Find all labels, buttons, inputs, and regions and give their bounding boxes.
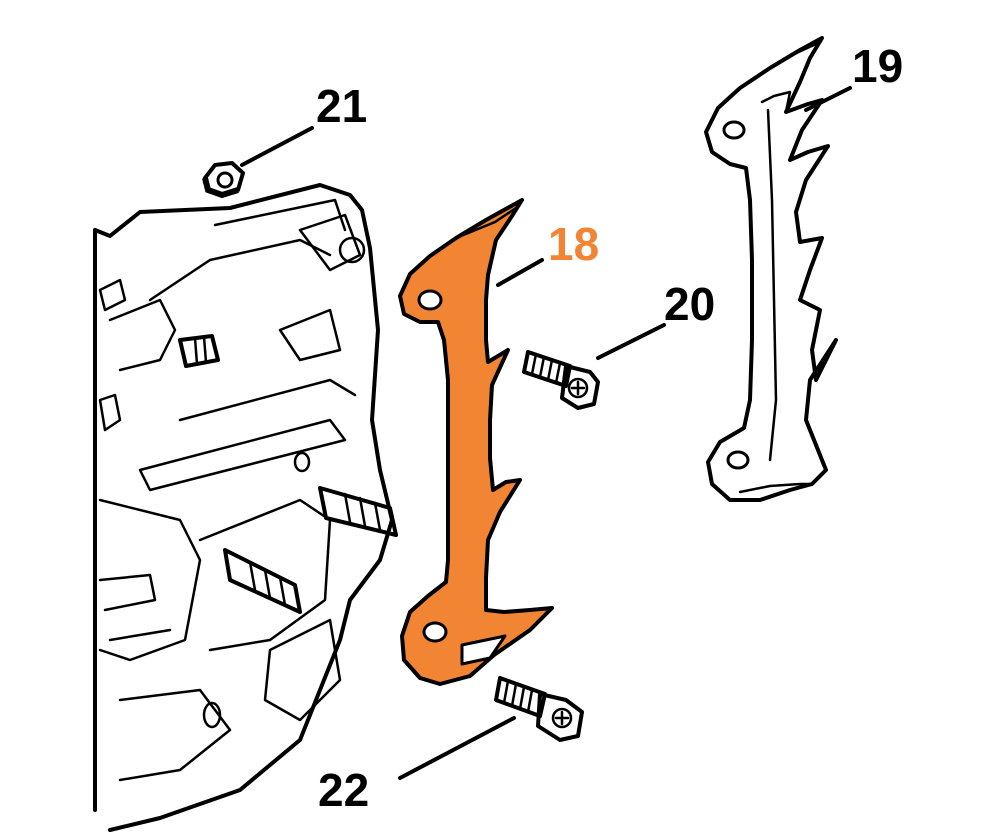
leader-18 [496, 258, 544, 287]
part-18-body [398, 198, 554, 686]
leader-21 [240, 126, 314, 167]
part-18-bumper-spike [398, 198, 554, 686]
callout-18: 18 [548, 218, 599, 270]
leader-19 [804, 86, 852, 112]
part-18-hole-bottom [422, 621, 448, 643]
stud-lower [223, 548, 302, 614]
stud-middle [318, 486, 398, 537]
callout-21: 21 [316, 80, 367, 132]
crankcase-housing [93, 183, 398, 832]
part-22-screw [494, 676, 584, 742]
part-21-nut [202, 161, 245, 199]
stud-upper [178, 334, 220, 368]
part-20-screw [522, 350, 600, 410]
callout-20: 20 [664, 278, 715, 330]
leader-22 [398, 716, 516, 780]
part-18-hole-top [417, 289, 443, 311]
leader-20 [596, 323, 666, 360]
part-19-bumper-spike [704, 36, 838, 502]
callout-22: 22 [318, 764, 369, 816]
callout-19: 19 [852, 40, 903, 92]
part-18-slot [460, 634, 507, 666]
